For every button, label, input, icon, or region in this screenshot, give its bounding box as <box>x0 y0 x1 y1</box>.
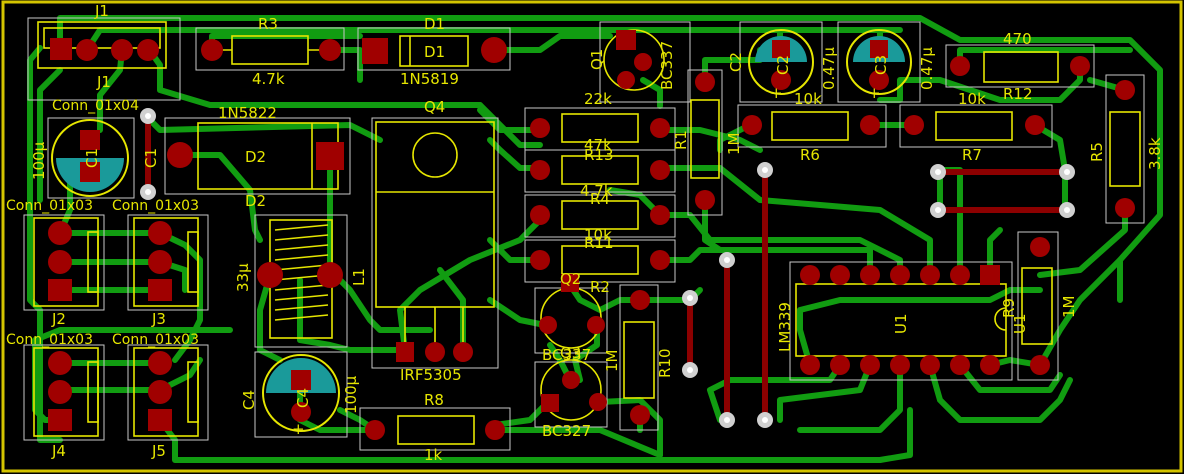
courtyards <box>23 17 1145 451</box>
jumper-wires <box>145 115 1068 421</box>
r10-ref: R10 <box>656 348 674 378</box>
c1-ref-inner: C1 <box>83 148 101 168</box>
c3-plus-mark: + <box>868 84 881 102</box>
l1-ref: L1 <box>350 268 368 286</box>
j2-value: Conn_01x03 <box>6 198 93 214</box>
r6-ref: R6 <box>800 146 820 164</box>
j2-ref: J2 <box>51 310 66 328</box>
j5-ref: J5 <box>151 442 166 460</box>
c1-value: 100µ <box>30 141 48 180</box>
c3-ref-inner: C3 <box>872 55 890 75</box>
r6-value: 10k <box>794 90 822 108</box>
u1-value: LM339 <box>776 302 794 352</box>
d2-ref: D2 <box>245 192 266 210</box>
r12-ref: R12 <box>1003 85 1033 103</box>
d1-value: 1N5819 <box>400 70 459 88</box>
q3-value: BC327 <box>542 422 591 440</box>
c4-value: 100µ <box>342 375 360 414</box>
q4-ref: Q4 <box>424 98 445 116</box>
r7-value: 10k <box>958 90 986 108</box>
d2-value: 1N5822 <box>218 104 277 122</box>
j1-value: Conn_01x04 <box>52 98 139 114</box>
l1-value: 33µ <box>234 263 252 292</box>
r2-ref: R2 <box>590 278 610 296</box>
r9-ref: R9 <box>1000 298 1018 318</box>
silkscreen-outlines <box>33 21 1141 445</box>
j1-ref-inner: J1 <box>96 73 111 91</box>
c1-ref: C1 <box>142 148 160 168</box>
r4-ref: R4 <box>590 190 610 208</box>
r7-ref: R7 <box>962 146 982 164</box>
j4-ref: J4 <box>51 442 66 460</box>
q3-ref: Q3 <box>560 344 581 362</box>
c2-ref: C2 <box>727 52 745 72</box>
j1-ref: J1 <box>94 2 109 20</box>
j3-ref: J3 <box>151 310 166 328</box>
q4-value: IRF5305 <box>400 366 462 384</box>
r9-value: 1M <box>1060 296 1078 319</box>
j5-value: Conn_01x03 <box>112 332 199 348</box>
r1-ref: R1 <box>672 130 690 150</box>
r5-value: 3.8k <box>1146 137 1164 170</box>
r10-value: 1M <box>603 350 621 373</box>
q2-value: BC337 <box>542 346 591 364</box>
c2-value: 0.47µ <box>820 47 838 90</box>
r5-ref: R5 <box>1088 142 1106 162</box>
r8-ref: R8 <box>424 391 444 409</box>
r10k-value: 10k <box>584 226 612 244</box>
c2-plus-mark: + <box>770 84 783 102</box>
r11-ref: R11 <box>584 234 614 252</box>
pads <box>48 30 1135 440</box>
r13-ref: R13 <box>584 146 614 164</box>
r12-value: 470 <box>1003 30 1032 48</box>
u1-ref-inner: U1 <box>892 313 910 334</box>
j3-value: Conn_01x03 <box>112 198 199 214</box>
d2-ref-inner: D2 <box>245 148 266 166</box>
q1-ref: Q1 <box>588 49 606 70</box>
c3-value: 0.47µ <box>918 47 936 90</box>
r3-value: 4.7k <box>252 70 285 88</box>
r4-value: 47k <box>584 136 612 154</box>
vias <box>140 108 1075 428</box>
q2-ref: Q2 <box>560 270 581 288</box>
r1-value: 1M <box>725 133 743 156</box>
c4-plus-mark: + <box>292 420 305 438</box>
r13-value: 22k <box>584 90 612 108</box>
silkscreen-labels: J1 J1 Conn_01x04 R3 4.7k D1 D1 1N5819 Q1… <box>6 2 1164 464</box>
c4-ref: C4 <box>240 390 258 410</box>
j4-value: Conn_01x03 <box>6 332 93 348</box>
r8-value: 1k <box>424 446 443 464</box>
d1-ref-inner: D1 <box>424 43 445 61</box>
d1-ref: D1 <box>424 15 445 33</box>
u1-ref: U1 <box>1011 313 1029 334</box>
r3-ref: R3 <box>258 15 278 33</box>
c2-ref-inner: C2 <box>774 55 792 75</box>
q1-value: BC337 <box>658 41 676 90</box>
c4-ref-inner: C4 <box>294 388 312 408</box>
r11-value: 4.7k <box>580 182 613 200</box>
